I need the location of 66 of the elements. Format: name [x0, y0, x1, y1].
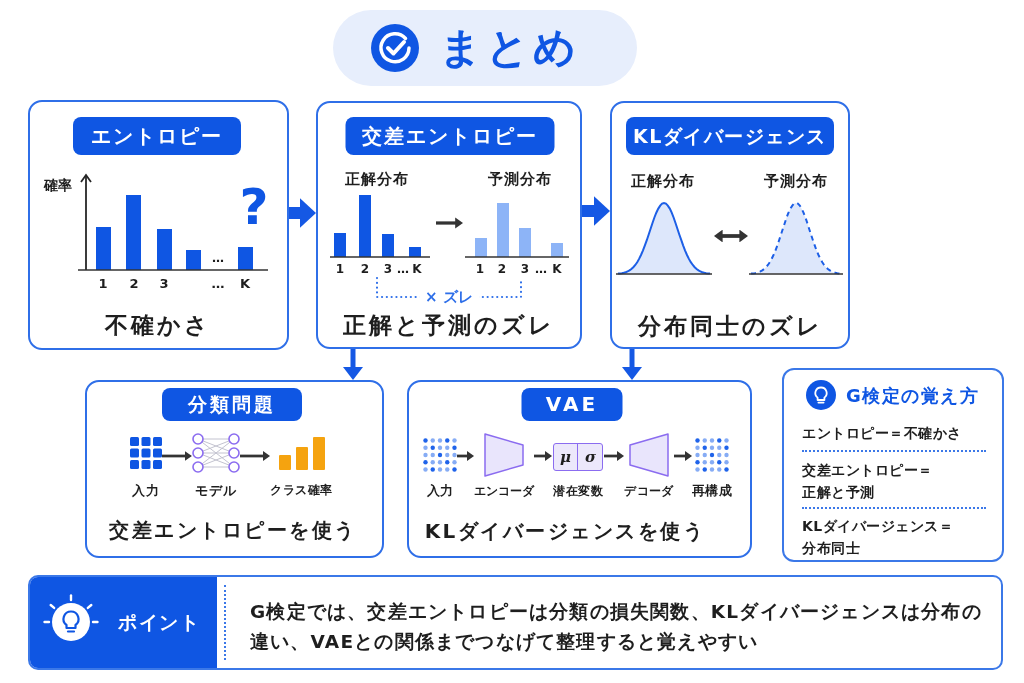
axis-tick-label: 1 [335, 261, 345, 277]
arrow [343, 349, 363, 380]
memo-text: エントロピー＝不確かさ [802, 424, 962, 442]
axis-tick-label: … [535, 261, 547, 277]
memo-text: KLダイバージェンス＝分布同士 [802, 517, 955, 558]
card-caption: 分布同士のズレ [637, 312, 823, 341]
axis-tick-label: K [239, 274, 251, 292]
step-label: 再構成 [691, 483, 733, 499]
double-arrow [713, 229, 749, 243]
card-caption: 正解と予測のズレ [343, 311, 555, 340]
step-label: モデル [195, 481, 237, 499]
arrow [436, 217, 463, 229]
axis-tick-label: 3 [159, 274, 169, 292]
chart-title: 正解分布 [345, 169, 409, 189]
axis-tick-label: 3 [520, 261, 530, 277]
axis-tick-label: 3 [383, 261, 393, 277]
axis-tick-label: K [412, 261, 422, 277]
concept-card [316, 101, 582, 349]
edge-label: × ズレ [419, 287, 479, 307]
card-caption: 交差エントロピーを使う [109, 517, 357, 543]
card-title: KLダイバージェンス [626, 117, 834, 155]
arrow [162, 451, 192, 461]
arrow [604, 451, 625, 461]
math-symbol: σ [584, 447, 597, 467]
axis-tick-label: 1 [475, 261, 485, 277]
memo-text: 交差エントロピー＝正解と予測 [802, 461, 934, 502]
memo-heading: G検定の覚え方 [846, 383, 980, 407]
step-label: 入力 [132, 481, 160, 499]
step-label: エンコーダ [474, 483, 534, 499]
concept-card [85, 380, 384, 558]
card-title: VAE [521, 388, 623, 421]
chart-title: 予測分布 [488, 169, 552, 189]
step-label: クラス確率 [270, 482, 333, 498]
axis-label: 確率 [44, 176, 72, 194]
arrow [534, 451, 553, 461]
concept-card [407, 380, 752, 558]
axis-tick-label: … [211, 274, 225, 292]
concept-card [610, 101, 850, 349]
card-caption: 不確かさ [105, 311, 211, 340]
chart-title: 予測分布 [764, 171, 828, 191]
memo-card [782, 368, 1004, 562]
tip-label: ポイント [118, 609, 200, 635]
arrow [457, 451, 475, 461]
tip-banner [28, 575, 1003, 670]
step-label: 入力 [426, 483, 454, 499]
card-title: 分類問題 [162, 388, 302, 421]
card-title: エントロピー [73, 117, 241, 155]
step-label: 潜在変数 [553, 483, 603, 499]
math-symbol: μ [560, 447, 571, 467]
block-arrow [582, 196, 610, 226]
card-caption: KLダイバージェンスを使う [424, 518, 706, 544]
arrow [240, 451, 271, 461]
block-arrow [289, 198, 316, 228]
axis-tick-label: 2 [129, 274, 139, 292]
axis-tick-label: 1 [98, 274, 108, 292]
step-label: デコーダ [624, 483, 674, 499]
chart-title: 正解分布 [631, 171, 695, 191]
card-title: 交差エントロピー [345, 117, 555, 155]
page-title: まとめ [439, 22, 580, 74]
arrow [622, 349, 642, 380]
axis-tick-label: 2 [360, 261, 370, 277]
axis-tick-label: K [552, 261, 562, 277]
tip-text: G検定では、交差エントロピーは分類の損失関数、KLダイバージェンスは分布の違い、VAEとの関係までつなげて整理すると覚えやすい [250, 600, 983, 654]
axis-tick-label: … [397, 261, 409, 277]
arrow [674, 451, 693, 461]
axis-tick-label: 2 [497, 261, 507, 277]
